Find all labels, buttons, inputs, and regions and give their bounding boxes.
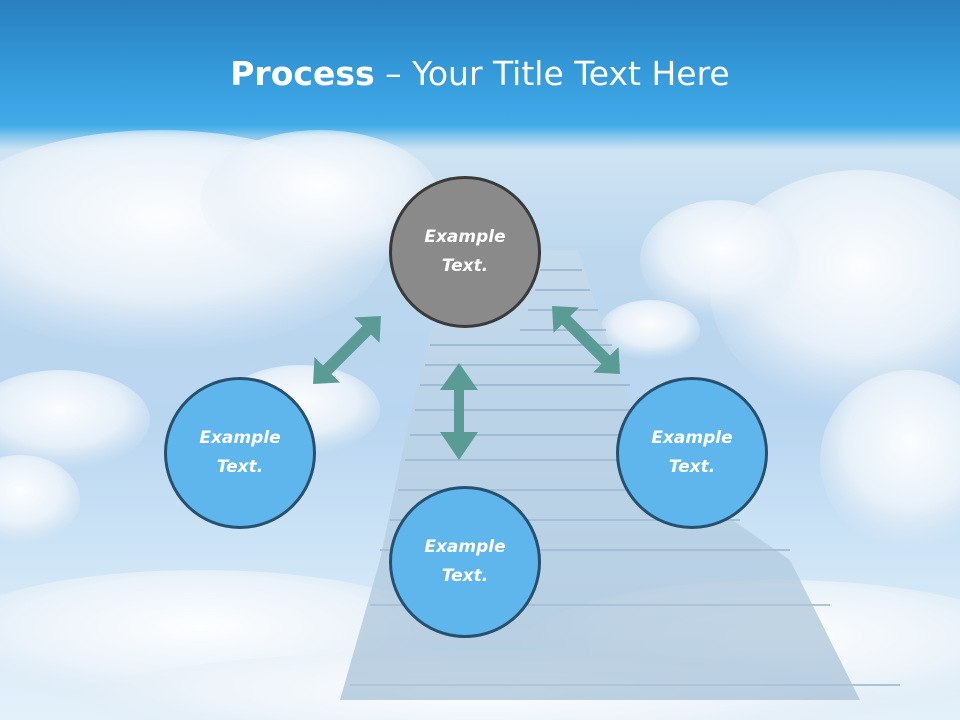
title-rest: Your Title Text Here bbox=[412, 54, 730, 93]
title-bold: Process bbox=[230, 54, 375, 93]
arrow-right-diagonal bbox=[552, 306, 620, 374]
node-right-line2: Text. bbox=[668, 457, 716, 477]
arrow-left-diagonal bbox=[313, 316, 381, 384]
node-top-line1: Example bbox=[424, 227, 506, 247]
node-bottom-line1: Example bbox=[424, 537, 506, 557]
node-left-line1: Example bbox=[199, 428, 281, 448]
title-bar bbox=[0, 0, 960, 135]
arrow-center-vertical bbox=[440, 363, 478, 460]
node-top-line2: Text. bbox=[441, 256, 489, 276]
process-node-left: Example Text. bbox=[164, 377, 316, 529]
node-right-line1: Example bbox=[651, 428, 733, 448]
process-node-top: Example Text. bbox=[389, 176, 541, 328]
process-node-right: Example Text. bbox=[616, 377, 768, 529]
page-title: Process – Your Title Text Here bbox=[0, 50, 960, 98]
node-bottom-line2: Text. bbox=[441, 566, 489, 586]
title-separator: – bbox=[374, 54, 413, 93]
process-node-bottom: Example Text. bbox=[389, 486, 541, 638]
node-left-line2: Text. bbox=[216, 457, 264, 477]
